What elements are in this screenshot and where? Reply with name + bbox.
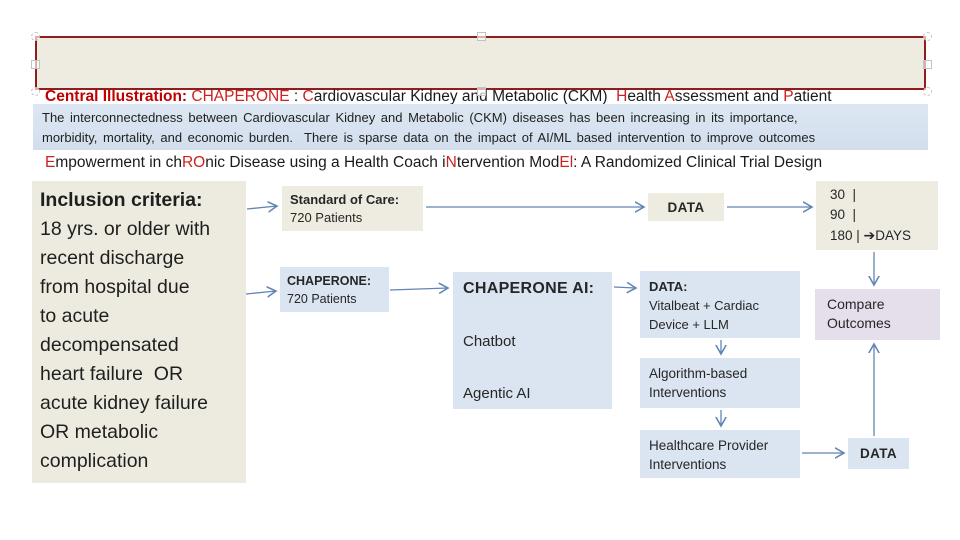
days-label: DAYS [875,228,912,243]
text-line: morbidity, mortality, and economic burde… [42,130,816,145]
selection-handle[interactable] [31,32,40,41]
title-segment: El [559,154,574,171]
title-segment: : [289,88,303,105]
selection-handle[interactable] [923,32,932,41]
text-line: Vitalbeat + Cardiac [649,298,759,313]
arrow-inclusion-to-chaperone[interactable] [245,291,276,294]
text-line: to acute [40,305,110,327]
text-line: decompensated [40,334,179,356]
text-line: 90 | [830,207,857,222]
followup-days-lines: 30 | 90 | [830,185,938,225]
text-line: Interventions [649,385,727,400]
selection-handle[interactable] [477,32,486,41]
title-segment: H [616,88,628,105]
title-segment: Central Illustration: [45,88,192,105]
text-line: Outcomes [827,315,891,331]
text-line: complication [40,450,149,472]
title-line-1: Central Illustration: CHAPERONE : Cardio… [45,86,916,108]
selection-handle[interactable] [31,60,40,69]
data-box-standard-arm[interactable]: DATA [648,193,724,221]
data-label: DATA [667,199,705,215]
selection-handle[interactable] [923,60,932,69]
text-line: heart failure OR [40,363,184,385]
text-line: OR metabolic [40,421,159,443]
title-line-2: Empowerment in chROnic Disease using a H… [45,152,916,174]
text-line: Compare [827,296,885,312]
title-segment: RO [181,154,206,171]
title-segment: CHAPERONE [191,88,290,105]
selection-handle[interactable] [477,87,486,96]
text-line: Algorithm-based [649,366,748,381]
standard-of-care-title: Standard of Care: [290,192,400,207]
title-segment: A [664,88,675,105]
title-segment: ealth [627,88,665,105]
chaperone-arm-count: 720 Patients [287,292,357,306]
standard-of-care-count: 720 Patients [290,210,363,225]
text-line: recent discharge [40,247,185,269]
standard-of-care-box[interactable]: Standard of Care: 720 Patients [282,186,423,231]
text-line: Interventions [649,457,727,472]
title-segment: P [783,88,794,105]
arrow-chaperone-to-ai[interactable] [389,288,448,290]
chaperone-arm-box[interactable]: CHAPERONE: 720 Patients [280,267,389,312]
selection-handle[interactable] [31,87,40,96]
text-line: Healthcare Provider [649,438,769,453]
inclusion-criteria-heading: Inclusion criteria: [40,189,203,211]
chaperone-ai-title: CHAPERONE AI: [463,280,595,297]
chaperone-arm-title: CHAPERONE: [287,274,372,288]
data-label: DATA [859,446,898,461]
title-segment: : A Randomized Clinical Trial Design [573,154,823,171]
title-segment: atient [793,88,832,105]
inclusion-criteria-box[interactable]: Inclusion criteria: 18 yrs. or older wit… [32,181,246,483]
followup-days-last-line: 180 | ➔DAYS [830,225,938,246]
text-line: Device + LLM [649,317,729,332]
right-arrow-icon: ➔ [863,227,876,243]
followup-days-box[interactable]: 30 | 90 | 180 | ➔DAYS [816,181,938,250]
data-box-chaperone-arm[interactable]: DATA [848,438,909,469]
title-segment: tervention Mod [456,154,560,171]
title-segment: N [445,154,457,171]
text-line: from hospital due [40,276,190,298]
title-segment: ssessment and [674,88,784,105]
followup-180-label: 180 | [830,228,864,243]
data-vitalbeat-title: DATA: [649,279,688,294]
chaperone-ai-box[interactable]: CHAPERONE AI: Chatbot Agentic AI [453,272,612,409]
chaperone-ai-item-chatbot: Chatbot [463,333,516,350]
arrow-ai-to-vitalbeat[interactable] [613,287,636,288]
inclusion-criteria-text: 18 yrs. or older with recent discharge fro… [40,215,238,476]
title-segment: mpowerment in ch [55,154,182,171]
text-line: 30 | [830,187,857,202]
title-segment: nic Disease using a Health Coach i [205,154,446,171]
chaperone-ai-item-agentic: Agentic AI [463,385,531,402]
title-segment: E [45,154,56,171]
central-illustration-title-box[interactable]: Central Illustration: CHAPERONE : Cardio… [35,36,926,171]
intro-statement-box[interactable]: The interconnectedness between Cardiovas… [33,104,928,150]
selection-handle[interactable] [923,87,932,96]
text-line: The interconnectedness between Cardiovas… [42,110,798,125]
title-segment: ardiovascular Kidney and Metabolic (CKM) [313,88,617,105]
text-line: 18 yrs. or older with [40,218,211,240]
title-segment: C [302,88,314,105]
text-line: acute kidney failure [40,392,209,414]
